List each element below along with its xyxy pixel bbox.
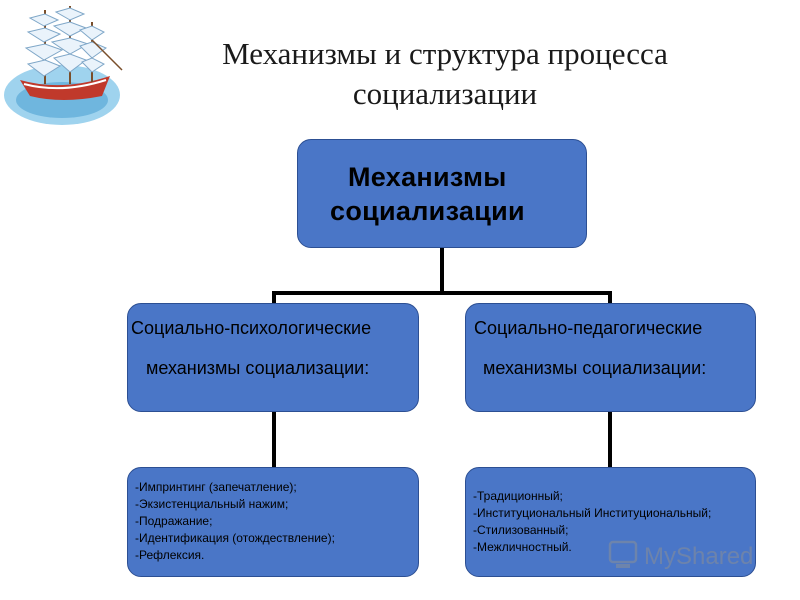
list-item: -Импринтинг (запечатление); (135, 480, 297, 494)
root-node: Механизмы социализации (297, 139, 587, 248)
root-node-line-1: Механизмы (348, 162, 507, 192)
svg-text:MyShared: MyShared (644, 543, 753, 570)
list-item: -Институциональный Институциональный; (473, 506, 712, 520)
right-branch-line-1: Социально-педагогические (474, 318, 703, 338)
list-item: -Рефлексия. (135, 548, 205, 562)
right-branch-node: Социально-педагогические механизмы социа… (465, 303, 756, 412)
root-node-line-2: социализации (330, 196, 525, 226)
sailing-ship-icon (4, 6, 123, 125)
list-item: -Идентификация (отождествление); (135, 531, 335, 545)
list-item: -Стилизованный; (473, 523, 569, 537)
left-leaf-node: -Импринтинг (запечатление); -Экзистенциа… (127, 467, 419, 577)
left-branch-line-2: механизмы социализации: (146, 358, 370, 378)
list-item: -Подражание; (135, 514, 213, 528)
left-branch-node: Социально-психологические механизмы соци… (127, 303, 419, 412)
right-branch-line-2: механизмы социализации: (483, 358, 707, 378)
list-item: -Межличностный. (473, 540, 572, 554)
myshared-watermark-icon: MyShared (608, 540, 753, 570)
left-branch-line-1: Социально-психологические (131, 318, 372, 338)
page-title-line-2: социализации (352, 76, 538, 111)
right-leaf-node: -Традиционный; -Институциональный Инстит… (465, 467, 756, 577)
page-title-line-1: Механизмы и структура процесса (222, 36, 668, 71)
page-title: Механизмы и структура процесса социализа… (150, 34, 740, 114)
list-item: -Традиционный; (473, 489, 563, 503)
list-item: -Экзистенциальный нажим; (135, 497, 289, 511)
